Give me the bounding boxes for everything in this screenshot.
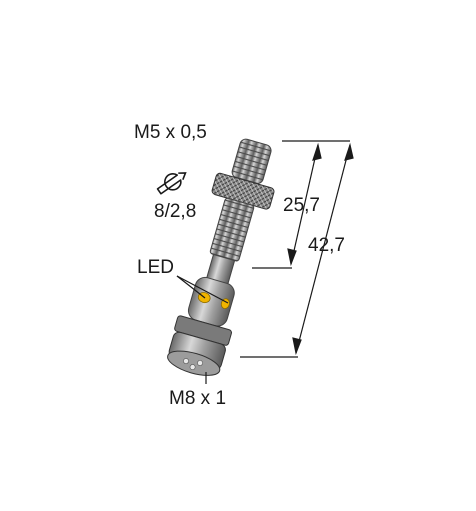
pin-3 [189, 364, 196, 370]
wrench-icon [156, 172, 187, 195]
connector-face [167, 350, 221, 376]
arrow-short-bottom [287, 248, 297, 267]
sensor-body [167, 138, 275, 376]
pin-2 [197, 360, 203, 366]
thread-top-label: M5 x 0,5 [134, 122, 207, 143]
arrow-long-top [344, 142, 354, 161]
arrow-long-bottom [292, 337, 302, 356]
pin-1 [183, 358, 189, 364]
connector-label: M8 x 1 [169, 388, 226, 409]
dim-short-label: 25,7 [283, 195, 320, 216]
dim-line-long [295, 144, 351, 354]
led-leaders [176, 275, 229, 304]
wrench-label: 8/2,8 [154, 201, 196, 222]
dimension-lines [240, 140, 354, 358]
led-label: LED [137, 257, 174, 278]
dim-long-label: 42,7 [308, 235, 345, 256]
dim-line-short [290, 144, 319, 265]
lower-thread [209, 197, 255, 262]
arrow-short-top [312, 142, 322, 161]
